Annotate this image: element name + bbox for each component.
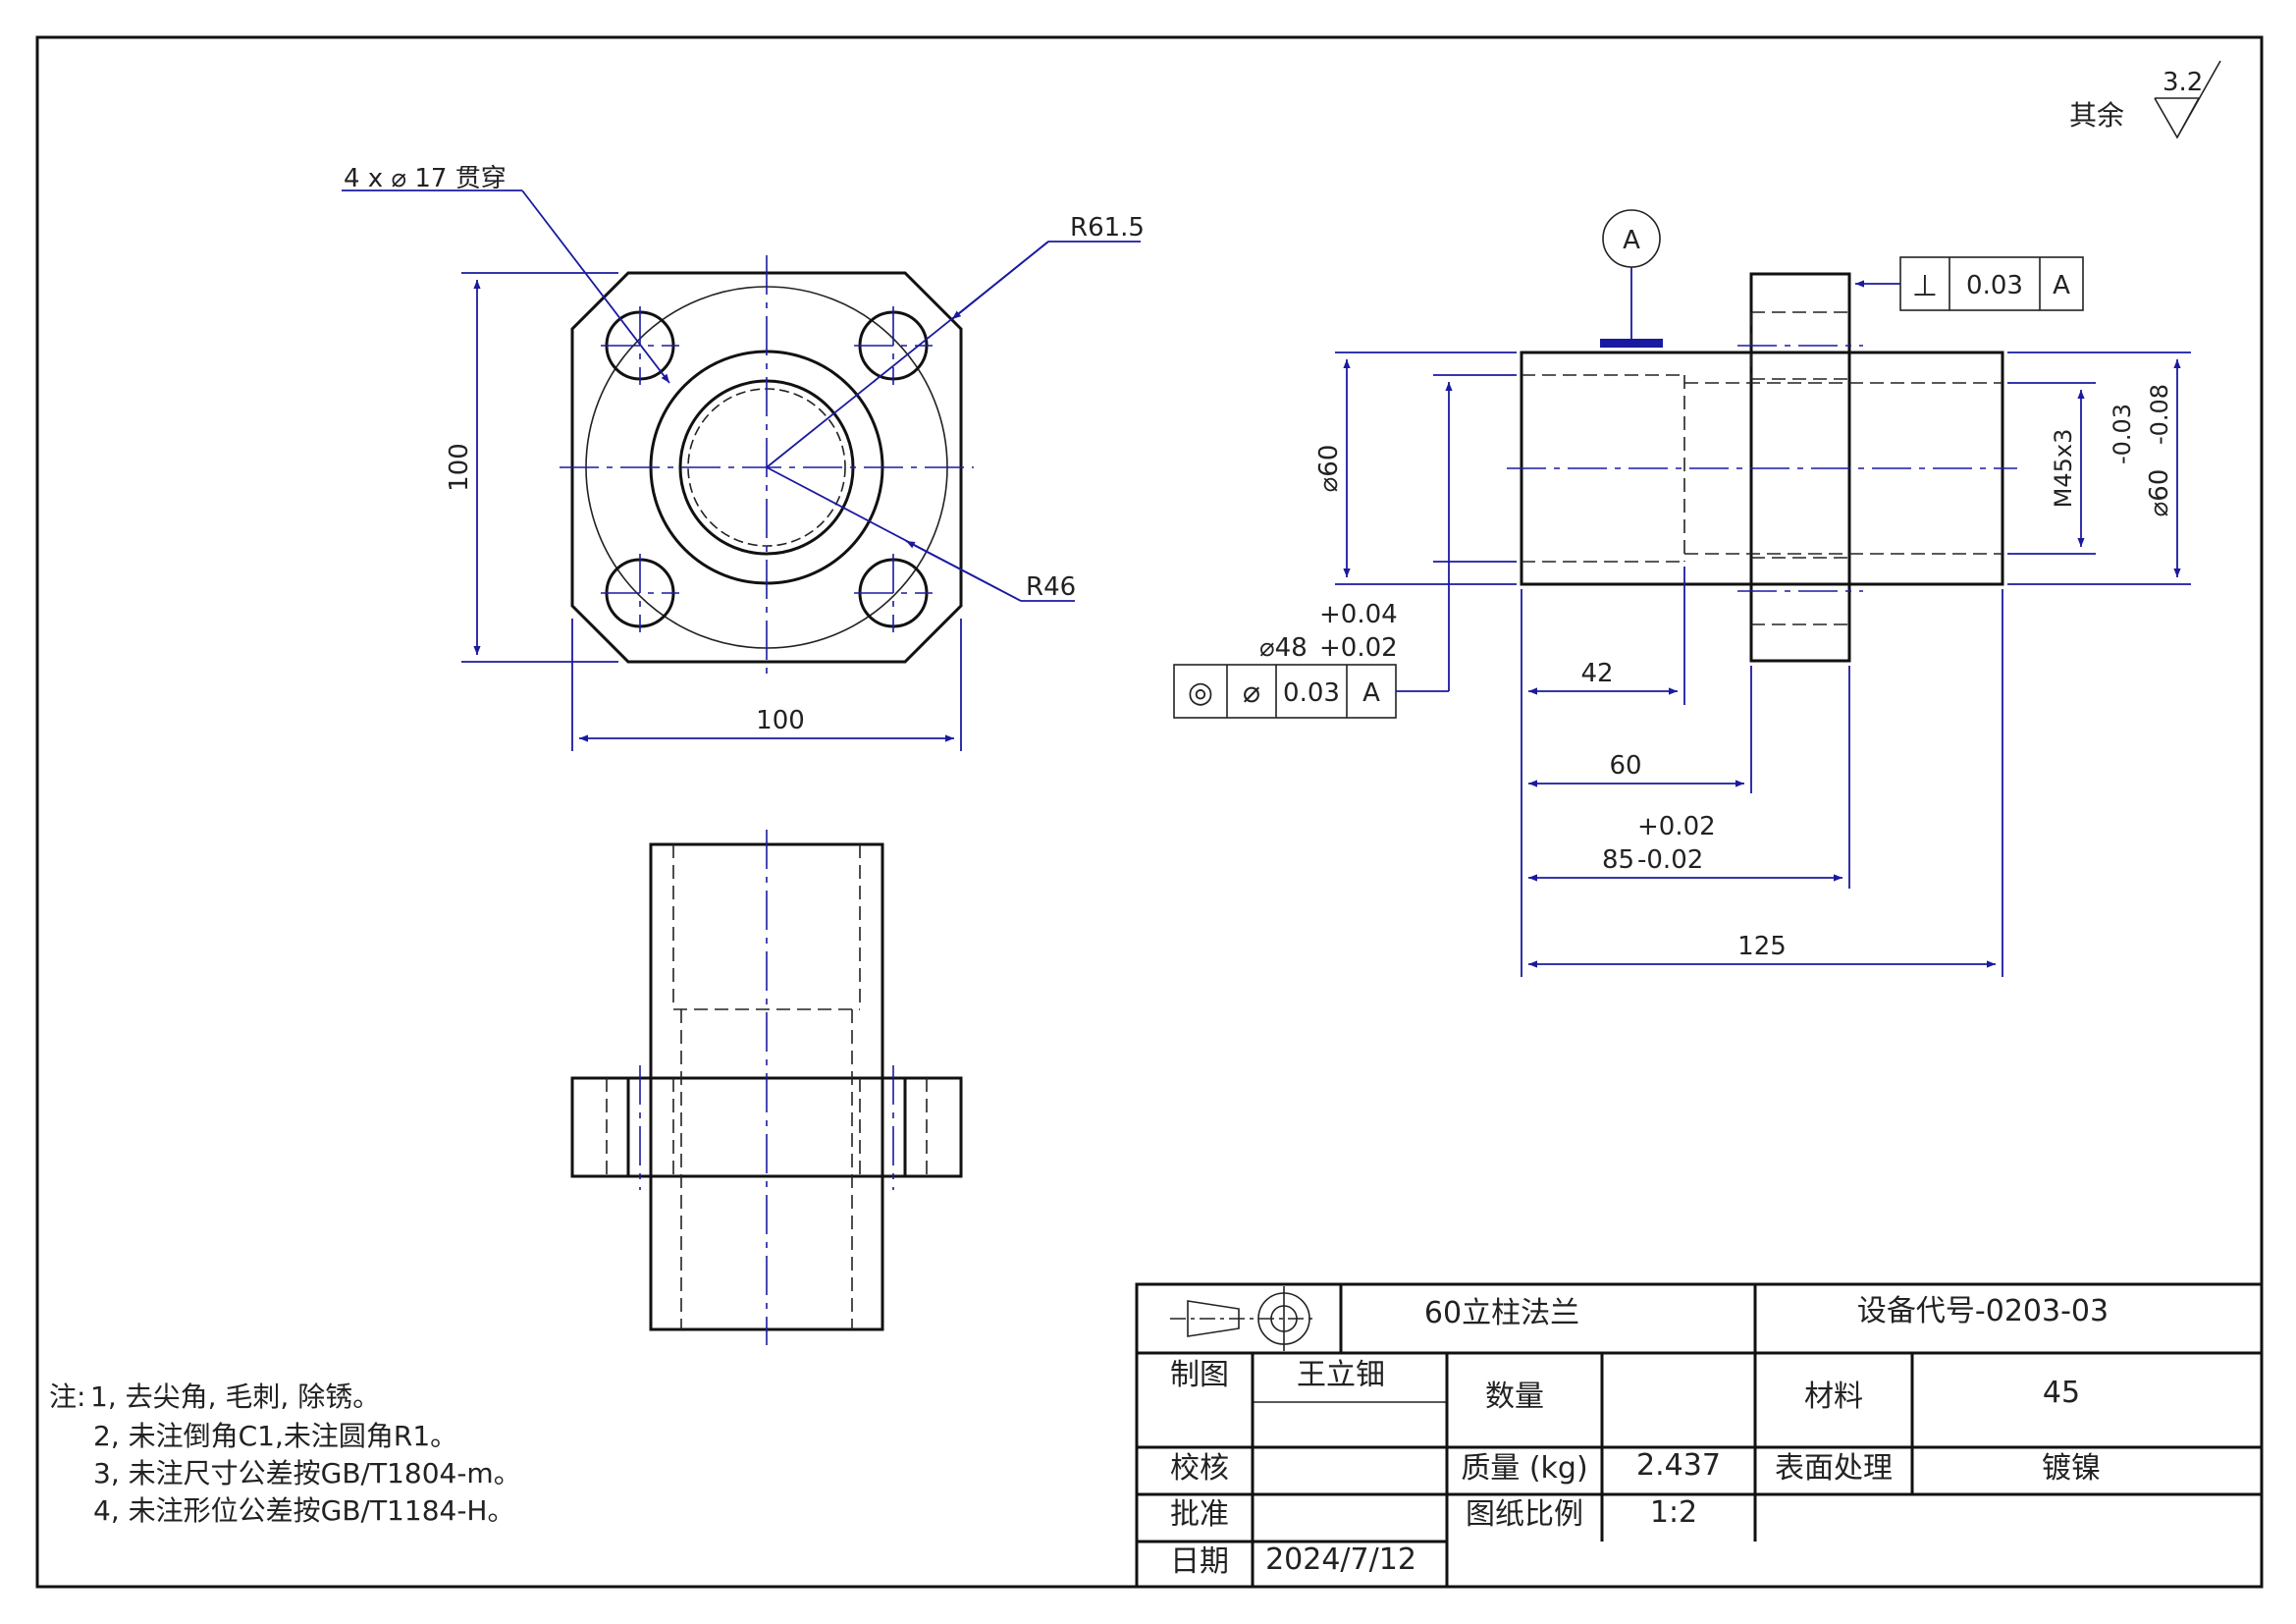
conc-symbol: ◎ — [1188, 676, 1213, 710]
part-name: 60立柱法兰 — [1424, 1296, 1579, 1330]
dim-85-tol-lower: -0.02 — [1637, 845, 1703, 875]
dim-60-text: 60 — [1609, 751, 1641, 781]
date-value: 2024/7/12 — [1265, 1543, 1416, 1577]
dim-85-base: 85 — [1602, 845, 1634, 875]
perpendicularity-frame: ⊥ 0.03 A — [1855, 256, 2084, 311]
flange-outline — [570, 271, 963, 664]
note-line-3: 3, 未注尺寸公差按GB/T1804-m。 — [93, 1457, 521, 1489]
surface-value: 镀镍 — [2042, 1451, 2101, 1486]
dim-85-tol-upper: +0.02 — [1637, 812, 1716, 841]
dia60-right-base: ⌀60 — [2145, 469, 2174, 517]
datum-label: A — [1623, 226, 1640, 255]
scale-label: 图纸比例 — [1466, 1497, 1583, 1532]
date-label: 日期 — [1170, 1544, 1229, 1579]
side-view: A ⊥ 0.03 A ◎ ⌀ 0.03 A ⌀60 — [1173, 209, 2191, 977]
thread-text: M45x3 — [2050, 429, 2077, 509]
dia48-base: ⌀48 — [1259, 633, 1308, 663]
note-line-4: 4, 未注形位公差按GB/T1184-H。 — [93, 1494, 514, 1527]
note-line-2: 2, 未注倒角C1,未注圆角R1。 — [93, 1420, 457, 1452]
scale-value: 1:2 — [1650, 1495, 1697, 1530]
drawn-label: 制图 — [1170, 1358, 1229, 1392]
note-line-1: 1, 去尖角, 毛刺, 除锈。 — [90, 1380, 380, 1413]
surface-roughness-symbol: 其余 3.2 — [2069, 60, 2221, 139]
projection-symbol-icon — [1170, 1286, 1317, 1351]
concentricity-frame: ◎ ⌀ 0.03 A — [1173, 664, 1449, 719]
radius-inner-text: R46 — [1026, 572, 1076, 602]
mass-value: 2.437 — [1636, 1448, 1721, 1483]
dia60-right-tol-upper: -0.03 — [2109, 404, 2136, 464]
technical-notes: 注: 1, 去尖角, 毛刺, 除锈。 2, 未注倒角C1,未注圆角R1。 3, … — [49, 1380, 521, 1527]
check-label: 校核 — [1170, 1451, 1229, 1486]
surface-label: 表面处理 — [1775, 1451, 1893, 1486]
dim-42-text: 42 — [1580, 659, 1613, 688]
height-dim-text: 100 — [445, 443, 474, 492]
front-view: 4 x ⌀ 17 贯穿 R61.5 R46 100 100 — [342, 164, 1145, 751]
perp-tolerance: 0.03 — [1966, 271, 2023, 300]
dim-125-text: 125 — [1737, 932, 1787, 961]
title-block: 60立柱法兰 设备代号-0203-03 制图 王立钿 校核 批准 日期 2024… — [1135, 1282, 2264, 1589]
roughness-label: 其余 — [2069, 99, 2124, 132]
mass-label: 质量 (kg) — [1461, 1451, 1587, 1486]
perp-datum: A — [2053, 271, 2070, 300]
material-value: 45 — [2043, 1376, 2080, 1410]
conc-dia-symbol: ⌀ — [1243, 676, 1260, 710]
dia48-tol-lower: +0.02 — [1319, 633, 1398, 663]
roughness-value: 3.2 — [2163, 68, 2203, 97]
dia60-right-tol-lower: -0.08 — [2146, 384, 2173, 445]
radius-outer-text: R61.5 — [1070, 213, 1145, 243]
drawn-by: 王立钿 — [1297, 1358, 1385, 1392]
conc-datum: A — [1362, 678, 1380, 708]
notes-prefix: 注: — [49, 1380, 85, 1413]
dia48-tol-upper: +0.04 — [1319, 600, 1398, 629]
material-label: 材料 — [1804, 1380, 1863, 1414]
hole-callout-text: 4 x ⌀ 17 贯穿 — [344, 164, 507, 193]
dia60-left-text: ⌀60 — [1314, 445, 1344, 493]
approve-label: 批准 — [1170, 1497, 1229, 1532]
width-dim-text: 100 — [756, 706, 805, 735]
equipment-code: 设备代号-0203-03 — [1857, 1294, 2109, 1328]
perp-symbol: ⊥ — [1912, 269, 1938, 303]
qty-label: 数量 — [1485, 1380, 1544, 1414]
bottom-view — [570, 830, 963, 1345]
conc-tolerance: 0.03 — [1283, 678, 1340, 708]
